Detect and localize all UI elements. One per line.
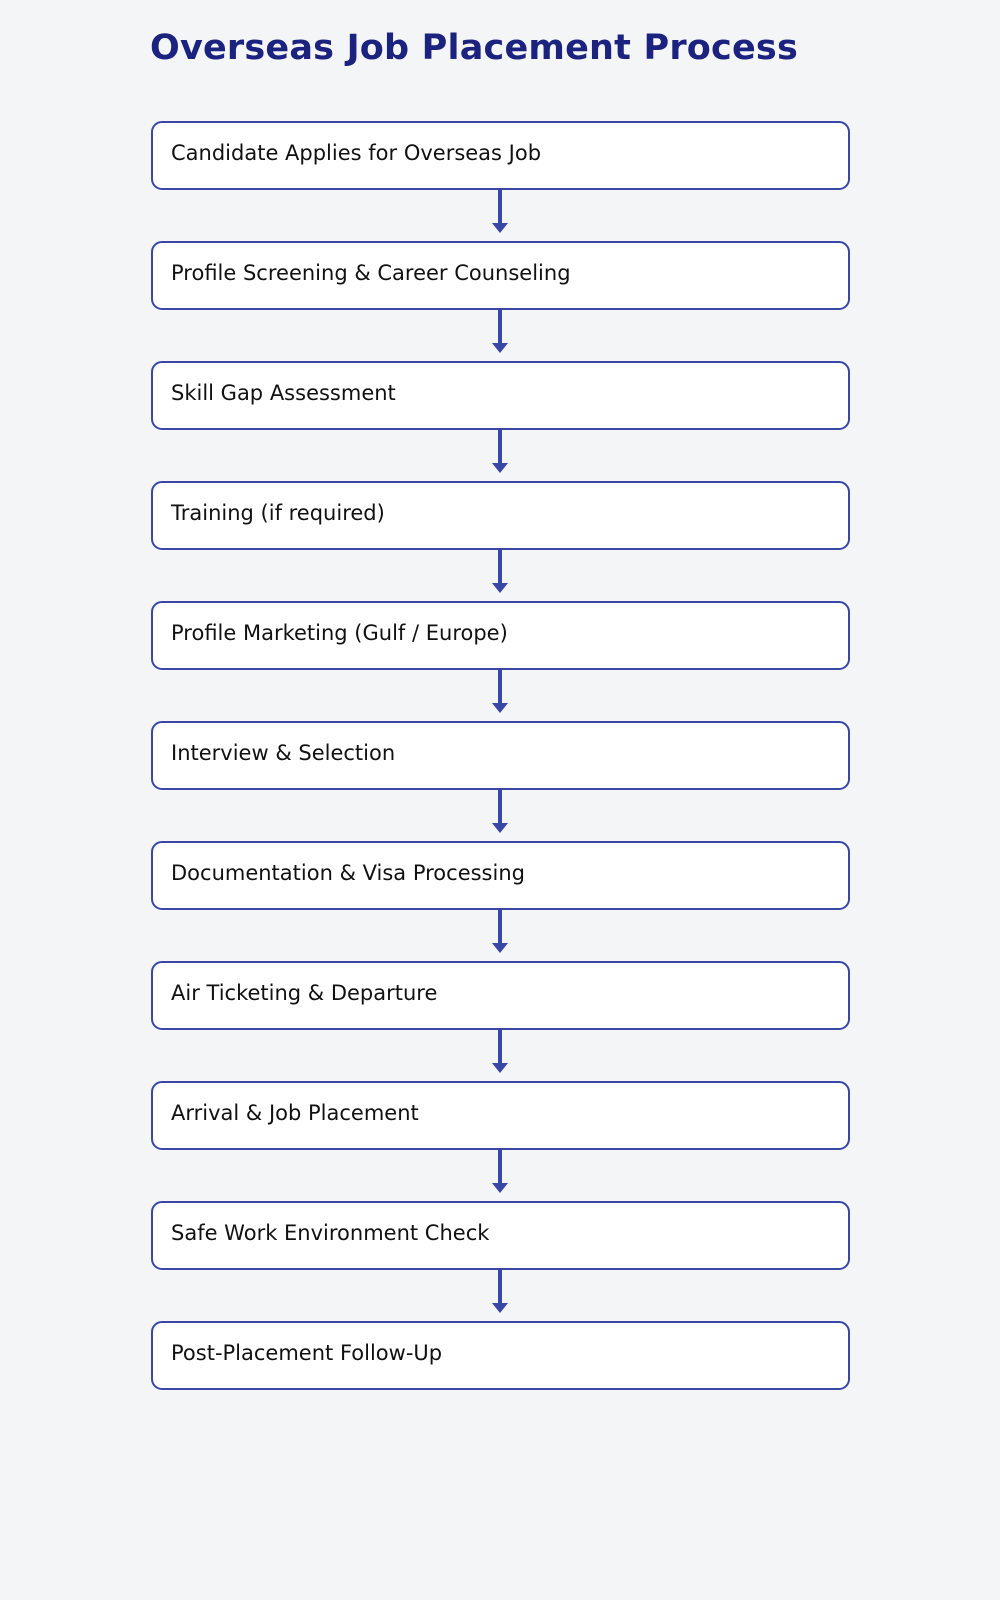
- step-box: Documentation & Visa Processing: [151, 841, 850, 910]
- arrow-line: [498, 790, 502, 826]
- arrow-line: [498, 310, 502, 346]
- arrow-head-icon: [492, 583, 508, 593]
- step-box: Air Ticketing & Departure: [151, 961, 850, 1030]
- arrow-head-icon: [492, 823, 508, 833]
- step-box: Post-Placement Follow-Up: [151, 1321, 850, 1390]
- step-label: Post-Placement Follow-Up: [171, 1340, 443, 1365]
- arrow-head-icon: [492, 223, 508, 233]
- step-label: Documentation & Visa Processing: [171, 860, 525, 885]
- arrow-connector: [151, 670, 850, 721]
- arrow-line: [498, 670, 502, 706]
- arrow-connector: [151, 1270, 850, 1321]
- arrow-head-icon: [492, 1063, 508, 1073]
- step-box: Profile Marketing (Gulf / Europe): [151, 601, 850, 670]
- arrow-head-icon: [492, 1303, 508, 1313]
- step-label: Candidate Applies for Overseas Job: [171, 140, 542, 165]
- page-title: Overseas Job Placement Process: [150, 28, 798, 68]
- arrow-head-icon: [492, 703, 508, 713]
- arrow-head-icon: [492, 1183, 508, 1193]
- arrow-connector: [151, 190, 850, 241]
- step-box: Training (if required): [151, 481, 850, 550]
- step-box: Skill Gap Assessment: [151, 361, 850, 430]
- step-label: Safe Work Environment Check: [171, 1220, 490, 1245]
- step-box: Safe Work Environment Check: [151, 1201, 850, 1270]
- arrow-connector: [151, 910, 850, 961]
- arrow-line: [498, 550, 502, 586]
- step-label: Profile Marketing (Gulf / Europe): [171, 620, 508, 645]
- arrow-connector: [151, 550, 850, 601]
- arrow-line: [498, 1270, 502, 1306]
- step-label: Interview & Selection: [171, 740, 396, 765]
- step-label: Arrival & Job Placement: [171, 1100, 419, 1125]
- arrow-head-icon: [492, 463, 508, 473]
- arrow-line: [498, 430, 502, 466]
- arrow-connector: [151, 430, 850, 481]
- step-label: Profile Screening & Career Counseling: [171, 260, 571, 285]
- step-box: Profile Screening & Career Counseling: [151, 241, 850, 310]
- arrow-head-icon: [492, 343, 508, 353]
- step-box: Candidate Applies for Overseas Job: [151, 121, 850, 190]
- step-label: Training (if required): [171, 500, 385, 525]
- arrow-head-icon: [492, 943, 508, 953]
- step-box: Arrival & Job Placement: [151, 1081, 850, 1150]
- arrow-line: [498, 910, 502, 946]
- step-label: Skill Gap Assessment: [171, 380, 396, 405]
- arrow-connector: [151, 790, 850, 841]
- arrow-line: [498, 1030, 502, 1066]
- arrow-connector: [151, 1030, 850, 1081]
- process-flowchart: Candidate Applies for Overseas Job Profi…: [151, 121, 850, 1390]
- arrow-line: [498, 1150, 502, 1186]
- arrow-connector: [151, 1150, 850, 1201]
- arrow-line: [498, 190, 502, 226]
- step-label: Air Ticketing & Departure: [171, 980, 438, 1005]
- arrow-connector: [151, 310, 850, 361]
- step-box: Interview & Selection: [151, 721, 850, 790]
